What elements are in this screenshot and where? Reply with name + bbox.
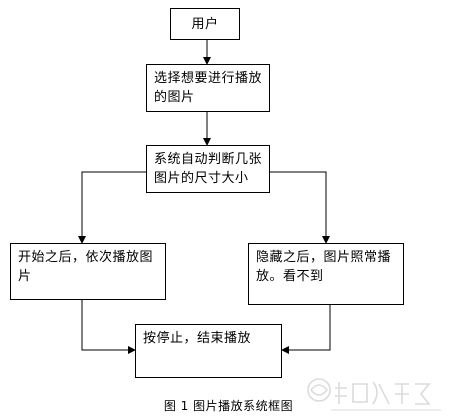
node-auto-judge: 系统自动判断几张图片的尺寸大小: [146, 145, 270, 193]
arrow-judge-to-play: [78, 171, 146, 244]
node-hide-play: 隐藏之后，图片照常播放。看不到: [248, 243, 404, 305]
node-start-play-label: 开始之后，依次播放图片: [18, 250, 154, 284]
arrow-play-to-stop: [81, 300, 136, 354]
node-user: 用户: [170, 8, 240, 40]
node-hide-play-label: 隐藏之后，图片照常播放。看不到: [256, 250, 392, 284]
node-select-image: 选择想要进行播放的图片: [146, 64, 270, 112]
figure-caption: 图 1 图片播放系统框图: [163, 399, 294, 413]
node-start-play: 开始之后，依次播放图片: [10, 243, 166, 300]
node-stop-label: 按停止，结束播放: [143, 331, 252, 346]
node-auto-judge-label: 系统自动判断几张图片的尺寸大小: [154, 152, 263, 186]
node-user-label: 用户: [191, 17, 219, 32]
arrow-judge-to-hide: [270, 171, 330, 244]
node-stop: 按停止，结束播放: [135, 324, 282, 378]
arrow-hide-to-stop: [281, 305, 331, 354]
node-select-image-label: 选择想要进行播放的图片: [154, 71, 263, 105]
watermark-logo: [307, 378, 441, 411]
